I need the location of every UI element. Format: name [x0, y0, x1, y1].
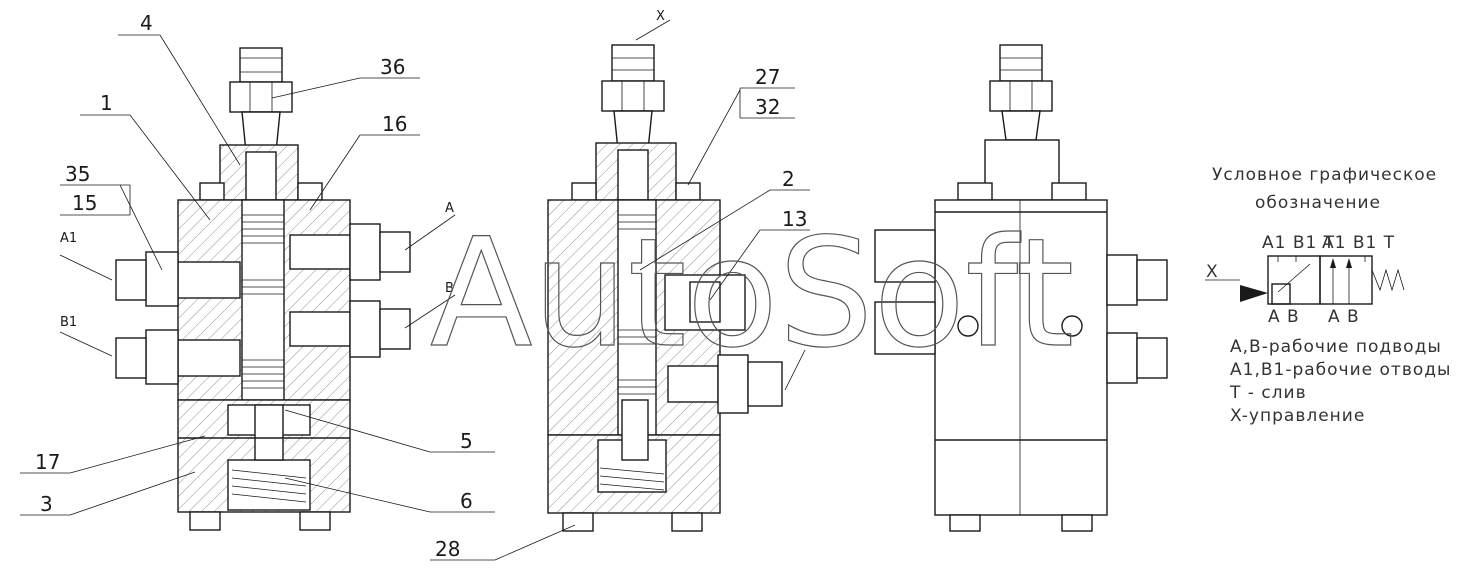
- legend-top-ports-2: A1 B1 T: [1322, 233, 1395, 253]
- legend-line-ab: A,B-рабочие подводы: [1230, 337, 1442, 357]
- legend-title-line2: обозначение: [1255, 193, 1381, 213]
- fitting-a1-left: [115, 251, 241, 307]
- section-view-middle: [547, 44, 783, 532]
- spring-middle: [599, 467, 665, 491]
- legend-control-x: X: [1206, 262, 1219, 282]
- section-view-left: [115, 47, 411, 531]
- callout-5: 5: [460, 429, 473, 453]
- legend-line-a1b1: A1,B1-рабочие отводы: [1230, 360, 1451, 380]
- legend-top-ports-1: A1 B1 T: [1262, 233, 1335, 253]
- callout-13: 13: [782, 207, 807, 231]
- callout-1: 1: [100, 91, 113, 115]
- spool-lands: [242, 214, 284, 389]
- callout-32: 32: [755, 95, 780, 119]
- spring-left: [231, 469, 307, 503]
- legend-bottom-ports-1: A B: [1268, 307, 1300, 327]
- spool-lands-middle: [618, 214, 656, 395]
- fitting-b-left: [289, 300, 411, 358]
- watermark: AutoSoft: [430, 207, 1074, 381]
- callout-27: 27: [755, 65, 780, 89]
- fitting-a-left: [289, 223, 411, 281]
- port-label-b1: B1: [60, 315, 77, 330]
- callout-16: 16: [382, 112, 407, 136]
- callout-35: 35: [65, 162, 90, 186]
- port-label-x: X: [656, 9, 665, 24]
- callout-2: 2: [782, 167, 795, 191]
- callout-3: 3: [40, 492, 53, 516]
- callout-17: 17: [35, 450, 60, 474]
- legend-line-t: T - слив: [1229, 383, 1307, 403]
- port-label-b: B: [445, 281, 454, 296]
- legend-title-line1: Условное графическое: [1212, 165, 1437, 185]
- graphic-symbol-legend: Условное графическое обозначение A1 B1 T…: [1205, 165, 1451, 426]
- exterior-view-right: [874, 44, 1168, 532]
- callout-6: 6: [460, 489, 473, 513]
- callout-36: 36: [380, 55, 405, 79]
- callout-4: 4: [140, 11, 153, 35]
- legend-line-x: X-управление: [1230, 406, 1365, 426]
- port-label-a1: A1: [60, 231, 77, 246]
- callout-28: 28: [435, 537, 460, 561]
- leader-lines: [20, 19, 810, 561]
- legend-bottom-ports-2: A B: [1328, 307, 1360, 327]
- callout-15: 15: [72, 191, 97, 215]
- port-label-a: A: [445, 201, 454, 216]
- callout-labels: 4 36 1 16 35 15 17 3 5 6 27 32 2 13 28 A…: [35, 9, 807, 561]
- fitting-b1-left: [115, 329, 241, 385]
